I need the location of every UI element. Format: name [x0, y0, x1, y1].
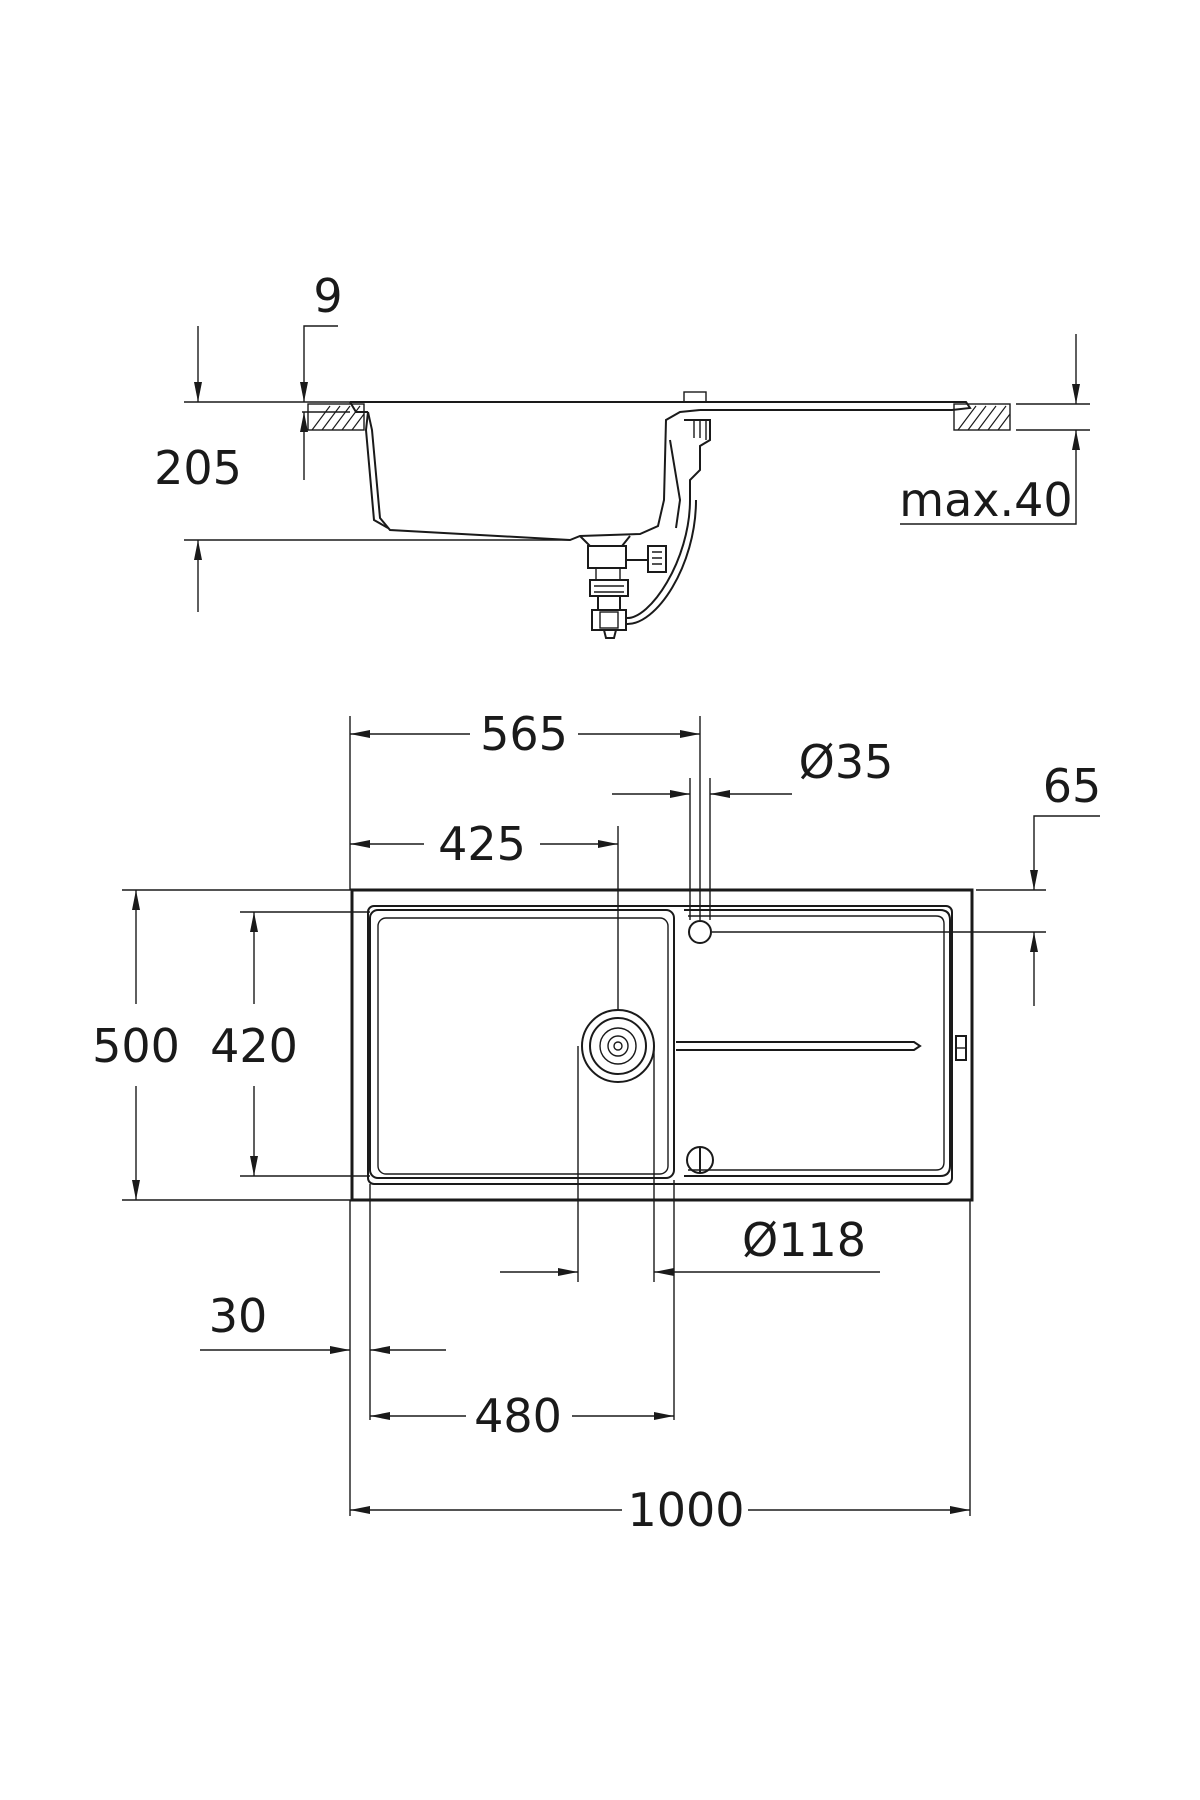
dimension-drain-position: 425 — [350, 812, 618, 876]
dim-depth-label: 205 — [154, 441, 242, 495]
dimension-bowl-depth: 420 — [205, 912, 303, 1176]
side-view: 205 9 max.40 — [149, 264, 1090, 639]
dimension-depth: 205 — [149, 326, 247, 612]
dimension-rim-width: 30 — [200, 1284, 446, 1354]
dim-rim-width-label: 30 — [209, 1289, 268, 1343]
bowl-inner — [377, 917, 669, 1175]
dim-bowl-depth-label: 420 — [210, 1019, 298, 1073]
sink-outline — [350, 888, 974, 1202]
tap-hole — [688, 920, 712, 944]
dimension-tap-hole-diameter: Ø35 — [612, 730, 898, 798]
edge-mark — [955, 1035, 967, 1061]
dim-drain-position-label: 425 — [438, 817, 526, 871]
dim-drain-diameter-label: Ø118 — [742, 1213, 866, 1267]
dim-tap-hole-offset-label: 65 — [1043, 759, 1102, 813]
top-view: 565 Ø35 65 425 500 4 — [87, 702, 1106, 1542]
dimension-rim-thickness: 9 — [300, 264, 348, 480]
dim-tap-hole-position-label: 565 — [480, 707, 568, 761]
dimension-overall-depth: 500 — [87, 890, 185, 1200]
drainer-groove — [676, 1041, 922, 1051]
dim-overall-width-label: 1000 — [627, 1483, 744, 1537]
dimension-tap-hole-offset: 65 — [1030, 754, 1106, 1006]
dimension-drain-diameter: Ø118 — [500, 1208, 880, 1276]
dim-bowl-width-label: 480 — [474, 1389, 562, 1443]
dim-overall-depth-label: 500 — [92, 1019, 180, 1073]
drain — [581, 1009, 655, 1083]
sink-profile — [349, 391, 972, 639]
bowl-outline — [369, 909, 675, 1179]
dim-tap-hole-diameter-label: Ø35 — [799, 735, 894, 789]
dimension-overall-width: 1000 — [350, 1478, 970, 1542]
dimension-bowl-width: 480 — [370, 1384, 674, 1448]
worktop-section-right — [953, 403, 1011, 431]
overflow — [686, 1146, 714, 1174]
rim-inner-edge — [367, 905, 953, 1185]
dim-worktop-label: max.40 — [899, 473, 1072, 527]
worktop-section-left — [307, 403, 365, 431]
dim-rim-thickness-label: 9 — [313, 269, 342, 323]
dimension-tap-hole-position: 565 — [350, 702, 700, 766]
dimension-worktop-thickness: max.40 — [894, 334, 1080, 532]
drainer-outline — [684, 909, 951, 1177]
